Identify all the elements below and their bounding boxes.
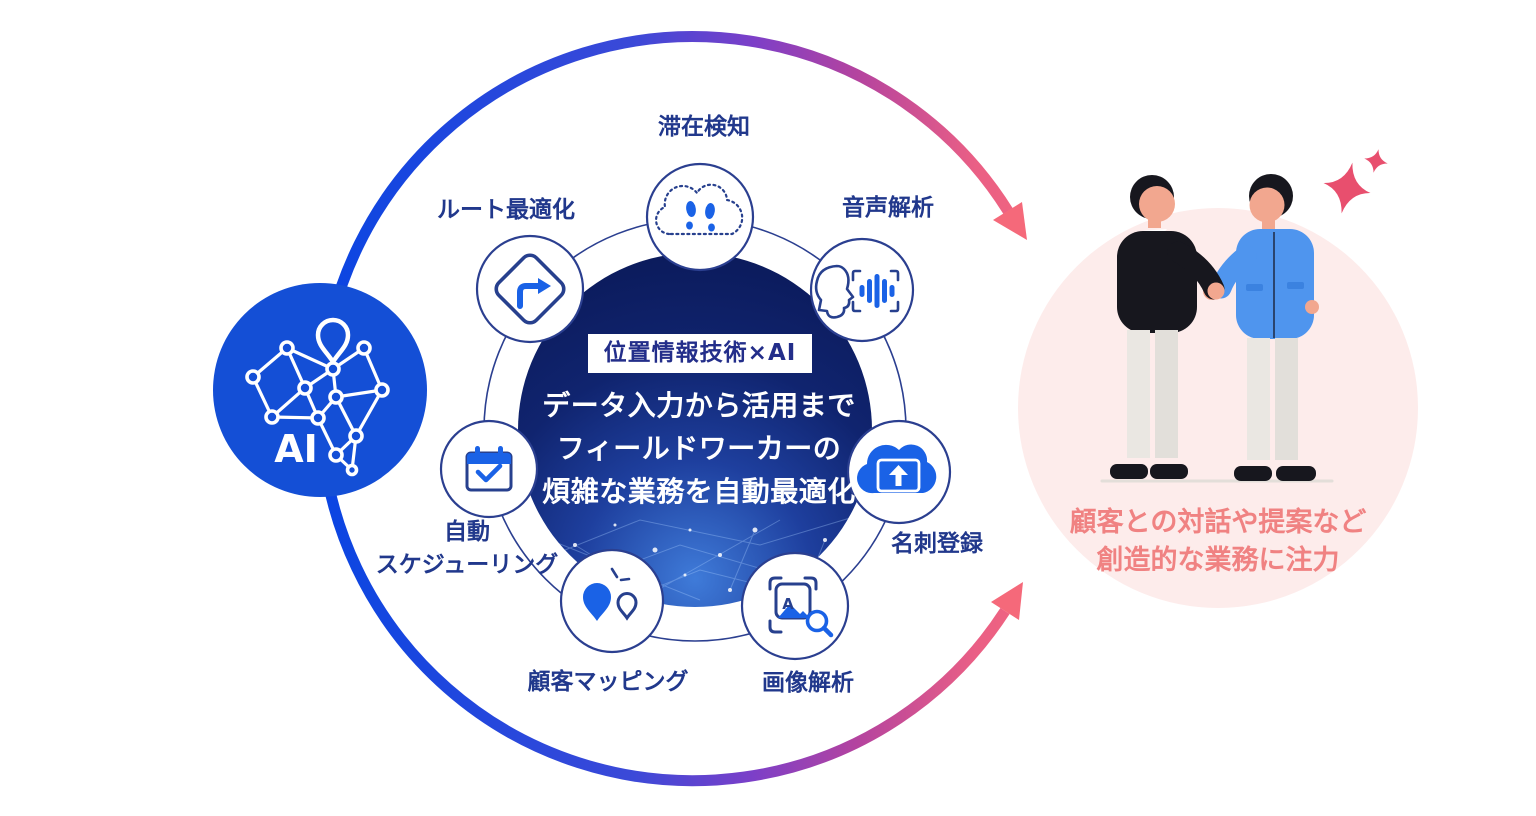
voice-waveform-icon	[814, 264, 900, 319]
handshake-illustration	[1100, 149, 1388, 483]
core-text-line3: 煩雑な業務を自動最適化	[542, 475, 856, 508]
core-text-line2: フィールドワーカーの	[556, 432, 842, 465]
cloud-upload-icon	[857, 444, 937, 494]
feature-circles	[439, 162, 952, 661]
network-nodes	[245, 340, 390, 477]
ai-badge-label: AI	[274, 427, 318, 471]
outcome-text-line1: 顧客との対話や提案など	[1069, 507, 1367, 538]
feature-label-business-card: 名刺登録	[891, 531, 983, 557]
feature-label-auto-scheduling-line2: スケジューリング	[375, 552, 559, 578]
footprints-cloud-icon	[655, 183, 744, 236]
feature-label-image-analysis: 画像解析	[762, 670, 854, 696]
image-icon-letter: A	[782, 595, 794, 613]
core-badge: 位置情報技術×AI	[588, 334, 812, 373]
map-pins-icon	[583, 567, 638, 621]
feature-label-voice-analysis: 音声解析	[842, 195, 934, 221]
outcome-text-line2: 創造的な業務に注力	[1096, 545, 1340, 576]
arrow-bottom-icon	[991, 582, 1023, 620]
turn-right-sign-icon	[494, 253, 566, 325]
image-scan-icon: A	[768, 576, 834, 638]
core-text-line1: データ入力から活用まで	[542, 389, 856, 422]
calendar-check-icon	[465, 446, 513, 492]
sparkles-icon	[1323, 149, 1388, 214]
person-left	[1110, 175, 1225, 479]
feature-label-route-optimization: ルート最適化	[437, 197, 575, 223]
feature-label-auto-scheduling-line1: 自動	[444, 519, 490, 545]
feature-label-customer-mapping: 顧客マッピング	[527, 669, 689, 695]
feature-label-stay-detection: 滞在検知	[658, 114, 750, 140]
arrow-top-icon	[993, 202, 1027, 240]
ai-badge: AI	[213, 283, 427, 497]
feature-circle-stay-detection	[645, 162, 755, 272]
feature-circle-customer-mapping	[559, 548, 665, 654]
